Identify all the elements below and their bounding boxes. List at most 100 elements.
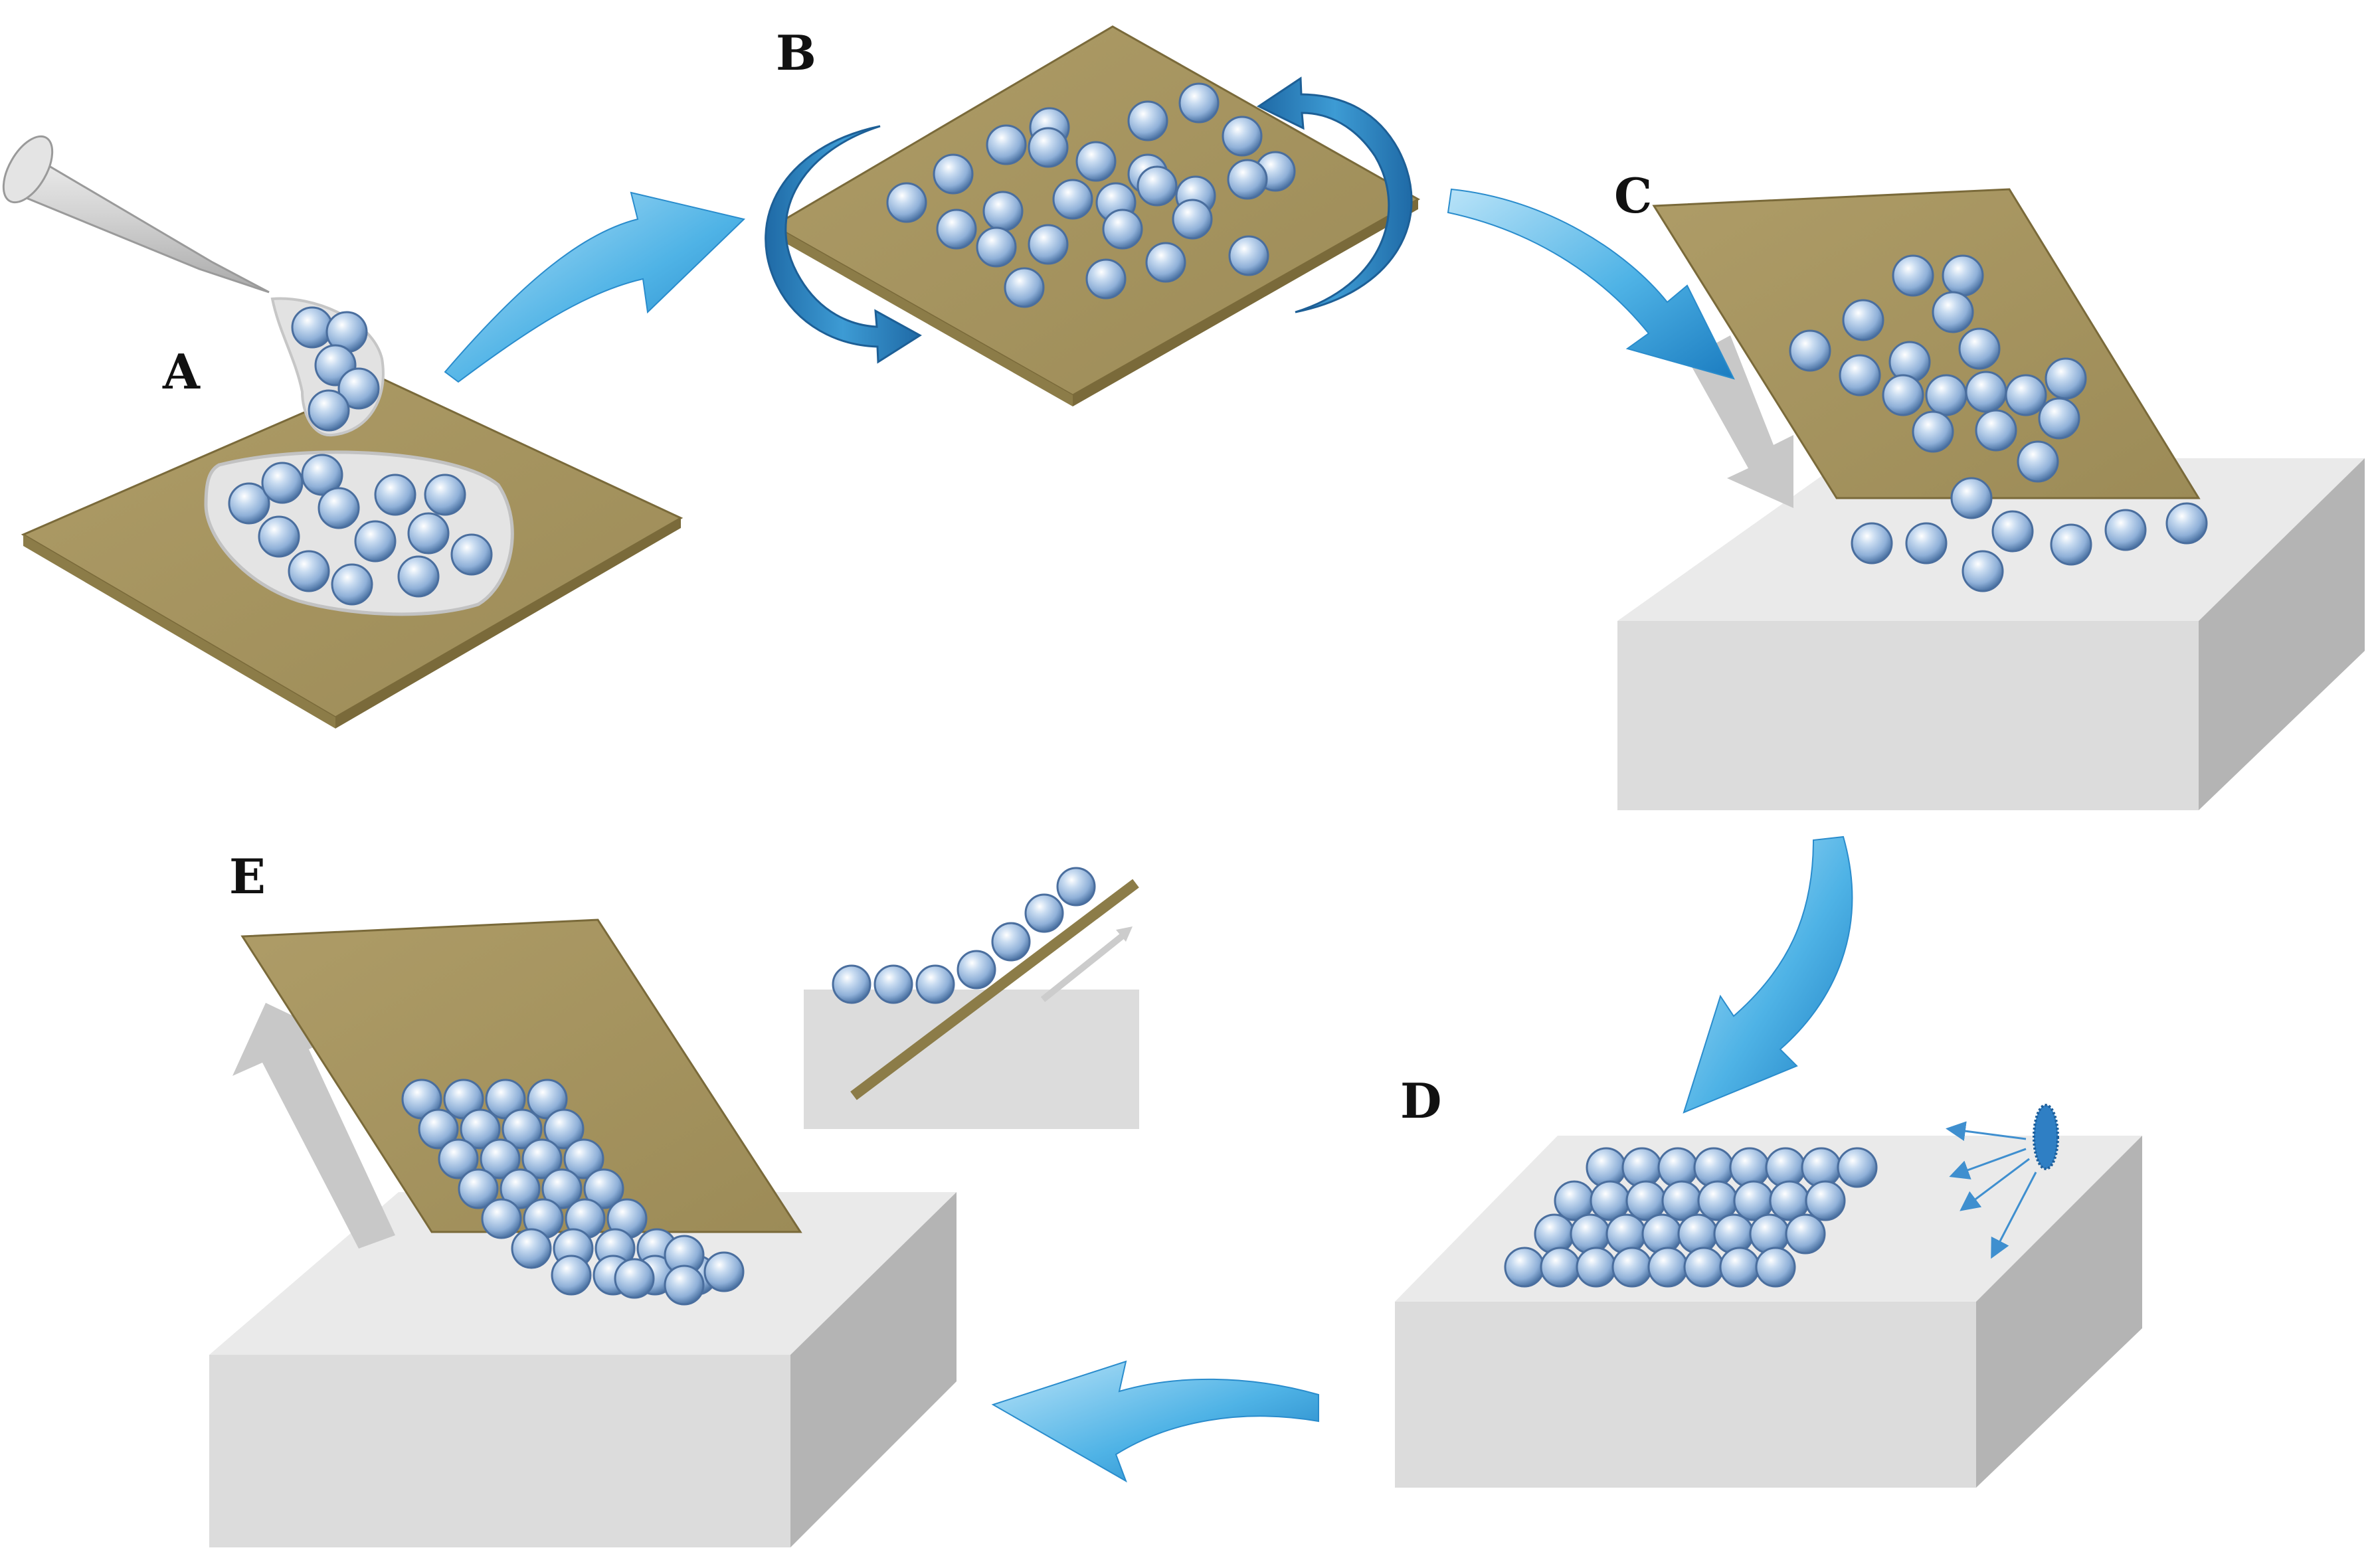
spheres-group-b — [886, 82, 1296, 308]
c-sphere-2 — [1942, 254, 1984, 297]
b-sphere-12 — [886, 182, 927, 223]
c-sphere-7 — [1958, 327, 2001, 370]
b-sphere-13 — [982, 191, 1024, 232]
spheres-group-d — [1504, 1147, 1878, 1288]
e-sphere-14 — [500, 1168, 541, 1209]
inset-side-view — [804, 867, 1139, 1129]
spheres-group-c — [1789, 254, 2208, 592]
b-sphere-23 — [1004, 267, 1045, 308]
c-sphere-14 — [1912, 410, 1954, 453]
a-sphere-6 — [228, 482, 270, 525]
b-sphere-4 — [1178, 82, 1220, 124]
c-sphere-11 — [1965, 371, 2007, 413]
step-b: B — [765, 25, 1421, 406]
e-sphere-13 — [458, 1168, 499, 1209]
c-sphere-20 — [1905, 522, 1948, 565]
a-sphere-13 — [354, 520, 397, 563]
e-sphere-12 — [563, 1138, 604, 1179]
c-sphere-19 — [1851, 522, 1893, 565]
c-sphere-18 — [1950, 477, 1993, 519]
d-sphere-19 — [1605, 1213, 1647, 1255]
c-sphere-16 — [2038, 397, 2080, 440]
motion-arrow-up-icon — [232, 1003, 395, 1249]
spheres-group-e — [401, 1079, 745, 1306]
inset-sphere-6 — [1024, 893, 1064, 933]
c-sphere-5 — [1789, 329, 1831, 372]
d-sphere-16 — [1805, 1180, 1846, 1221]
c-sphere-21 — [1991, 510, 2034, 553]
a-sphere-10 — [424, 474, 466, 516]
c-sphere-24 — [2165, 502, 2208, 545]
b-sphere-20 — [1028, 224, 1069, 265]
b-sphere-25 — [1145, 242, 1186, 283]
pipette — [2, 135, 270, 294]
d-sphere-21 — [1677, 1213, 1718, 1255]
e-sphere-25 — [551, 1255, 592, 1296]
e-sphere-17 — [481, 1198, 522, 1239]
b-sphere-19 — [976, 226, 1017, 268]
d-sphere-24 — [1785, 1213, 1826, 1255]
inset-sphere-4 — [957, 950, 996, 990]
inset-sphere-2 — [873, 964, 913, 1004]
b-sphere-18 — [936, 209, 977, 250]
flow-arrow-b-to-c-icon — [1447, 188, 1735, 380]
light-source-icon — [1946, 1104, 2059, 1259]
e-sphere-16 — [583, 1168, 624, 1209]
c-sphere-17 — [2017, 440, 2059, 483]
b-sphere-14 — [1052, 179, 1093, 220]
c-sphere-3 — [1842, 299, 1884, 341]
step-label-b: B — [776, 25, 816, 81]
b-sphere-24 — [1085, 258, 1127, 300]
rotate-arrow-right-icon — [1257, 76, 1413, 313]
motion-arrow-down-icon — [1687, 335, 1793, 508]
b-sphere-3 — [1127, 100, 1168, 141]
b-sphere-7 — [933, 153, 974, 195]
a-sphere-7 — [261, 462, 304, 504]
step-label-e: E — [229, 848, 266, 905]
e-sphere-9 — [438, 1138, 479, 1179]
slide-b — [772, 25, 1421, 406]
d-sphere-18 — [1570, 1213, 1611, 1255]
block-c — [1617, 458, 2365, 810]
b-sphere-1 — [986, 124, 1027, 165]
c-sphere-1 — [1892, 254, 1934, 297]
flow-arrow-c-to-d-icon — [1683, 835, 1853, 1114]
c-sphere-15 — [1975, 409, 2017, 452]
e-sphere-21 — [511, 1228, 552, 1269]
step-c: C — [1614, 167, 2365, 810]
e-sphere-15 — [541, 1168, 583, 1209]
e-sphere-6 — [460, 1108, 501, 1150]
inset-sphere-1 — [832, 964, 871, 1004]
b-sphere-8 — [1028, 127, 1069, 168]
c-sphere-8 — [1839, 354, 1881, 396]
d-sphere-17 — [1534, 1213, 1575, 1255]
e-sphere-30 — [703, 1251, 745, 1292]
step-label-d: D — [1400, 1073, 1441, 1129]
inset-sphere-7 — [1056, 867, 1096, 907]
a-sphere-17 — [331, 563, 373, 606]
c-sphere-12 — [2005, 374, 2047, 416]
a-sphere-15 — [450, 533, 493, 576]
a-sphere-5 — [308, 389, 350, 432]
a-sphere-1 — [291, 306, 333, 349]
b-sphere-16 — [1137, 165, 1178, 207]
step-label-a: A — [162, 343, 201, 400]
inset-sphere-3 — [915, 964, 955, 1004]
b-sphere-26 — [1228, 235, 1269, 276]
d-sphere-22 — [1713, 1213, 1754, 1255]
d-sphere-29 — [1647, 1247, 1689, 1288]
a-sphere-11 — [318, 487, 360, 529]
a-sphere-4 — [337, 367, 380, 410]
d-sphere-23 — [1749, 1213, 1790, 1255]
d-sphere-27 — [1576, 1247, 1617, 1288]
step-e: E — [209, 848, 957, 1547]
e-sphere-7 — [502, 1108, 543, 1150]
b-sphere-22 — [1172, 199, 1213, 240]
b-sphere-5 — [1222, 116, 1263, 157]
c-sphere-9 — [1882, 374, 1924, 416]
e-sphere-8 — [543, 1108, 585, 1150]
d-sphere-28 — [1611, 1247, 1653, 1288]
step-d: D — [1395, 1073, 2142, 1488]
a-sphere-12 — [258, 515, 300, 558]
